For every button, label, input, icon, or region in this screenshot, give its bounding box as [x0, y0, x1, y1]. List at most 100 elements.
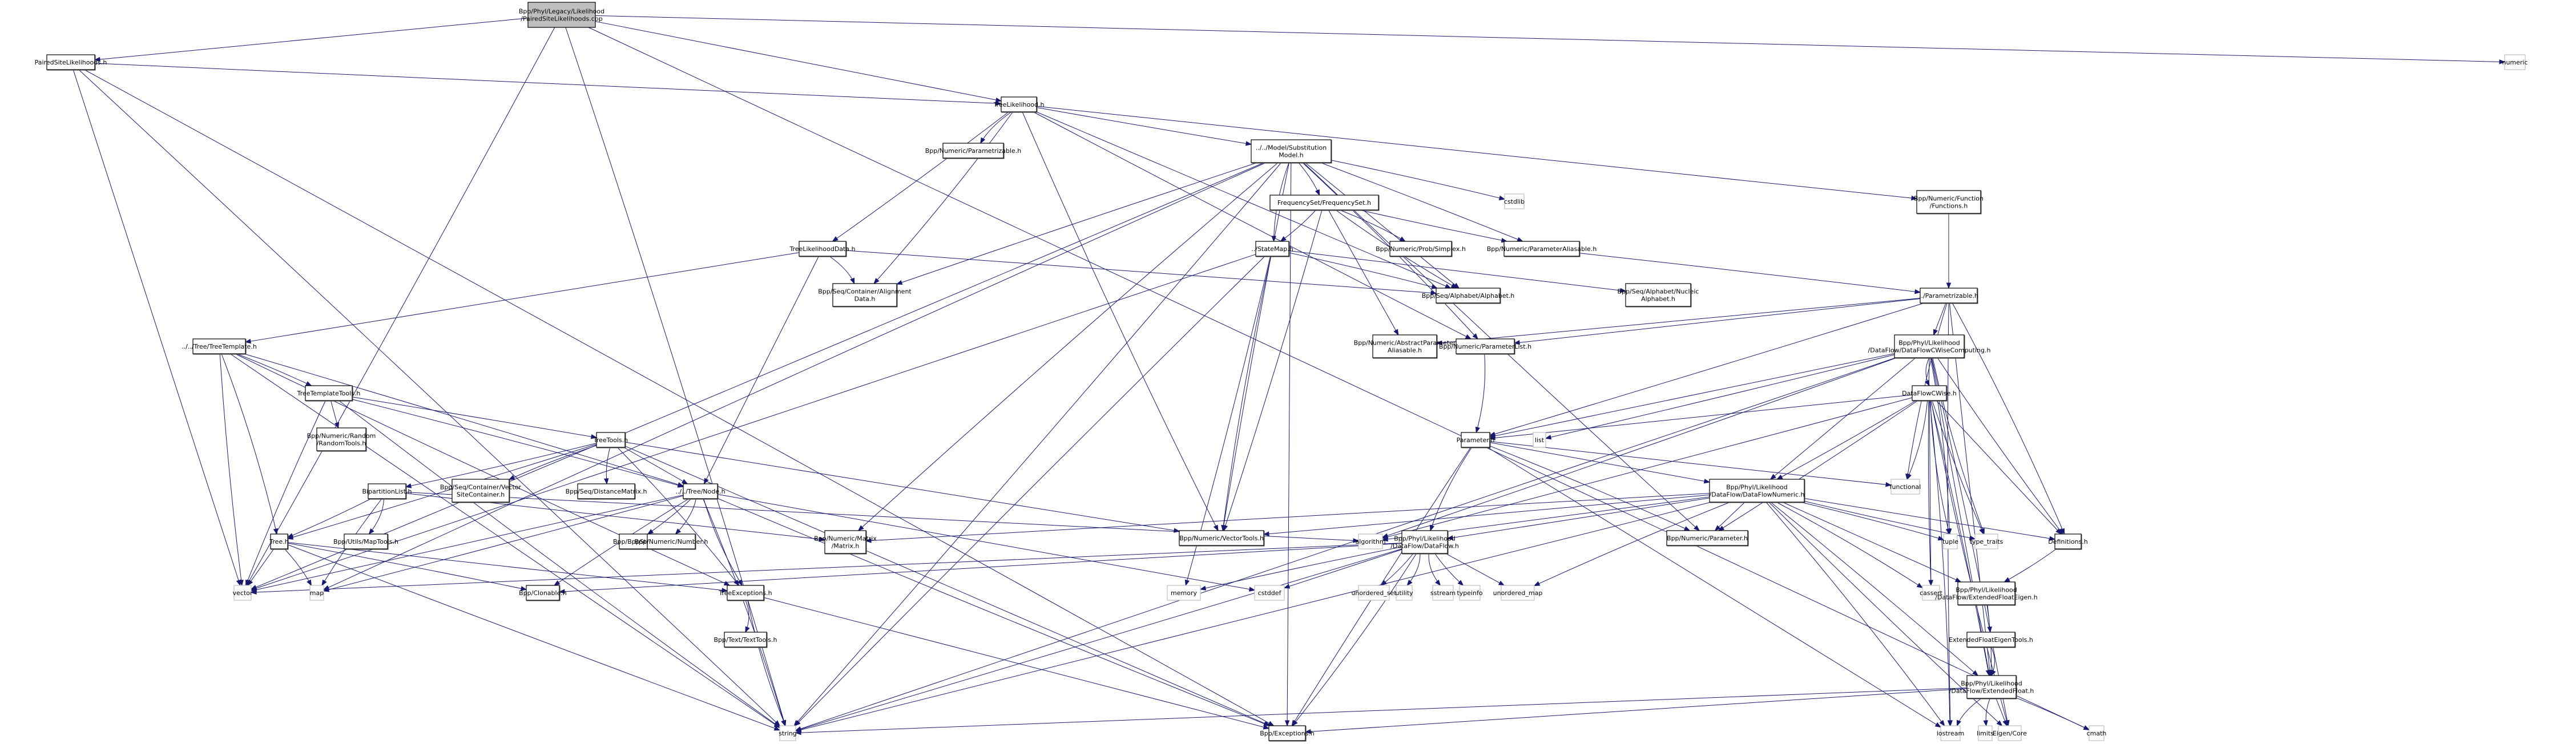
- node-label: ExtendedFloatEigenTools.h: [1949, 636, 2033, 644]
- node-functional[interactable]: functional: [1890, 479, 1921, 495]
- arrowhead-icon: [675, 528, 682, 535]
- node-box: [2054, 533, 2082, 549]
- edge-dfnum-to-unordered_map: [1533, 502, 1731, 587]
- node-tld[interactable]: TreeLikelihoodData.h: [789, 241, 856, 257]
- node-maptools[interactable]: Bpp/Utils/MapTools.h: [333, 533, 398, 549]
- edge-line: [980, 111, 1012, 144]
- node-efetools[interactable]: ExtendedFloatEigenTools.h: [1949, 632, 2033, 648]
- node-ttt[interactable]: TreeTemplateTools.h: [297, 385, 361, 401]
- node-limits[interactable]: limits: [1977, 725, 1994, 741]
- edge-node-to-cstddef: [717, 494, 1256, 592]
- node-iostream[interactable]: iostream: [1937, 725, 1964, 741]
- node-treeexc[interactable]: TreeExceptions.h: [718, 585, 772, 601]
- node-root[interactable]: Bpp/Phyl/Legacy/Likelihood/PairedSiteLik…: [519, 2, 604, 28]
- arrowhead-icon: [1996, 720, 2003, 726]
- node-freqset[interactable]: FrequencySet/FrequencySet.h: [1269, 195, 1379, 211]
- node-texttools[interactable]: Bpp/Text/TextTools.h: [714, 632, 777, 648]
- node-label: Bpp/Numeric/ParameterAliasable.h: [1487, 245, 1597, 253]
- edge-line: [246, 27, 555, 586]
- node-vectortools[interactable]: Bpp/Numeric/VectorTools.h: [1179, 530, 1264, 546]
- node-paramalias[interactable]: Bpp/Numeric/ParameterAliasable.h: [1487, 241, 1597, 257]
- node-sstream[interactable]: sstream: [1430, 585, 1456, 601]
- node-algorithm[interactable]: algorithm: [1355, 533, 1386, 549]
- node-label: ../Parametrizable.h: [1919, 292, 1978, 300]
- node-utility[interactable]: utility: [1395, 585, 1413, 601]
- node-label: Bpp/Text/TextTools.h: [714, 636, 777, 644]
- node-cmath[interactable]: cmath: [2087, 725, 2107, 741]
- edge-line: [1800, 502, 1944, 540]
- edge-biplist-to-maptools: [368, 498, 385, 535]
- edge-line: [1447, 498, 1710, 539]
- node-statemap[interactable]: ../StateMap.h: [1251, 241, 1293, 257]
- node-map[interactable]: map: [309, 585, 324, 601]
- arrowhead-icon: [287, 533, 294, 538]
- node-alphabet[interactable]: Bpp/Seq/Alphabet/Alphabet.h: [1422, 288, 1515, 304]
- node-biplist[interactable]: BipartitionList.h: [362, 483, 412, 499]
- node-randomtools[interactable]: Bpp/Numeric/Random/RandomTools.h: [307, 427, 376, 451]
- node-node[interactable]: ../../Tree/Node.h: [675, 483, 725, 499]
- node-paramlist[interactable]: Bpp/Numeric/ParameterList.h: [1439, 338, 1531, 354]
- node-vector[interactable]: vector: [233, 585, 253, 601]
- edge-line: [287, 542, 728, 591]
- node-treetools[interactable]: TreeTools.h: [593, 432, 628, 448]
- node-efeigen[interactable]: Bpp/Phyl/Likelihood/DataFlow/ExtendedFlo…: [1935, 581, 2038, 605]
- arrowhead-icon: [1885, 482, 1892, 487]
- edge-subst-to-map: [322, 162, 1267, 591]
- node-tl[interactable]: TreeLikelihood.h: [993, 96, 1045, 112]
- node-cstddef[interactable]: cstddef: [1254, 585, 1285, 601]
- node-exceptions[interactable]: Bpp/Exceptions.h: [1260, 725, 1315, 741]
- node-distmat[interactable]: Bpp/Seq/DistanceMatrix.h: [566, 483, 647, 499]
- edge-line: [1036, 106, 1917, 199]
- node-list[interactable]: list: [1533, 432, 1546, 448]
- node-unordered-map[interactable]: unordered_map: [1493, 585, 1543, 601]
- node-funcs[interactable]: Bpp/Numeric/Function/Functions.h: [1914, 190, 1984, 214]
- arrowhead-icon: [795, 720, 801, 726]
- node-cassert[interactable]: cassert: [1920, 585, 1943, 601]
- node-definitions[interactable]: Definitions.h: [2048, 533, 2088, 549]
- node-parametrizable[interactable]: ../Parametrizable.h: [1919, 288, 1978, 304]
- arrowhead-icon: [1221, 525, 1226, 532]
- node-memory[interactable]: memory: [1167, 585, 1201, 601]
- node-parametrizable-num[interactable]: Bpp/Numeric/Parametrizable.h: [925, 143, 1022, 159]
- node-param-h[interactable]: Parameter.h: [1457, 432, 1495, 448]
- node-dfcwise[interactable]: DataFlowCWise.h: [1902, 385, 1957, 401]
- node-psl[interactable]: PairedSiteLikelihoods.h: [35, 54, 107, 70]
- node-extfloat[interactable]: Bpp/Phyl/Likelihood/DataFlow/ExtendedFlo…: [1949, 675, 2034, 699]
- node-unordered-set[interactable]: unordered_set: [1351, 585, 1397, 601]
- node-cstdlib[interactable]: cstdlib: [1504, 193, 1525, 209]
- node-typetraits[interactable]: type_traits: [1970, 533, 2003, 549]
- node-dfnum[interactable]: Bpp/Phyl/Likelihood/DataFlow/DataFlowNum…: [1709, 479, 1805, 503]
- arrowhead-icon: [1263, 725, 1270, 730]
- edge-line: [1445, 553, 1505, 586]
- node-dataflow[interactable]: Bpp/Phyl/Likelihood/DataFlow/DataFlow.h: [1390, 530, 1459, 554]
- node-box: [1978, 725, 1993, 741]
- node-label: FrequencySet/FrequencySet.h: [1277, 199, 1371, 207]
- node-matrix[interactable]: Bpp/Numeric/Matrix/Matrix.h: [814, 530, 877, 554]
- node-simplex[interactable]: Bpp/Numeric/Prob/Simplex.h: [1376, 241, 1466, 257]
- node-treetemplate[interactable]: ../../Tree/TreeTemplate.h: [182, 338, 257, 354]
- node-label: Bpp/Phyl/Likelihood: [1898, 339, 1960, 347]
- node-label: BipartitionList.h: [362, 488, 412, 495]
- node-tree[interactable]: Tree.h: [269, 533, 289, 549]
- arrowhead-icon: [1263, 721, 1270, 726]
- node-string[interactable]: string: [779, 725, 797, 741]
- node-numparam[interactable]: Bpp/Numeric/Parameter.h: [1666, 530, 1748, 546]
- node-dfcwc[interactable]: Bpp/Phyl/Likelihood/DataFlow/DataFlowCWi…: [1868, 334, 1991, 358]
- node-eigencore[interactable]: Eigen/Core: [1993, 725, 2027, 741]
- edge-dataflow-to-clonable: [558, 543, 1402, 595]
- node-number[interactable]: Bpp/Numeric/Number.h: [635, 533, 708, 549]
- node-tuple[interactable]: tuple: [1942, 533, 1958, 549]
- arrowhead-icon: [1315, 189, 1320, 196]
- node-box: [942, 143, 1004, 159]
- node-clonable[interactable]: Bpp/Clonable.h: [519, 585, 567, 601]
- node-typeinfo[interactable]: typeinfo: [1457, 585, 1483, 601]
- node-label: map: [310, 589, 324, 597]
- arrowhead-icon: [819, 536, 826, 542]
- node-numeric[interactable]: numeric: [2502, 54, 2528, 70]
